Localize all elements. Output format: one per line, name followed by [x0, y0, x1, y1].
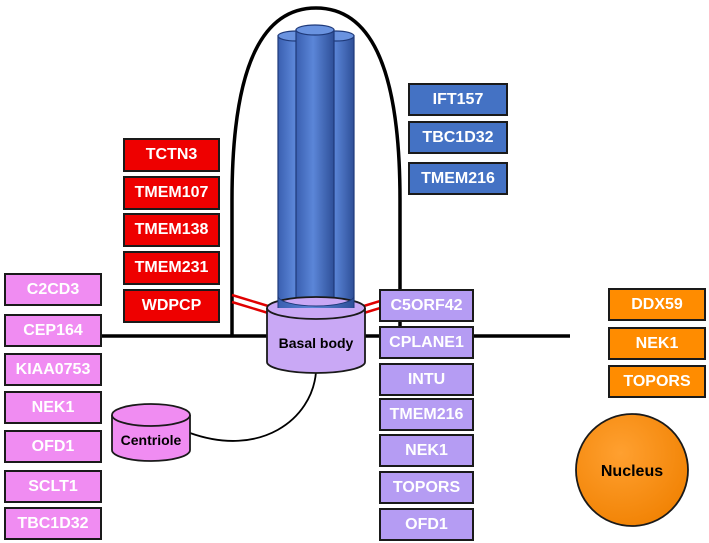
- centriole-connector: [189, 371, 317, 442]
- basal-body: Basal body: [266, 295, 366, 374]
- gene-box-ofd1-pink: OFD1: [4, 430, 102, 463]
- nucleus: Nucleus: [575, 413, 689, 527]
- gene-box-tmem107: TMEM107: [123, 176, 220, 210]
- nucleus-label: Nucleus: [601, 463, 663, 480]
- gene-box-ofd1-lilac: OFD1: [379, 508, 474, 541]
- gene-box-kiaa0753: KIAA0753: [4, 353, 102, 386]
- gene-box-tbc1d32-blue: TBC1D32: [408, 121, 508, 154]
- gene-box-ift157: IFT157: [408, 83, 508, 116]
- gene-box-cplane1: CPLANE1: [379, 326, 474, 359]
- gene-box-ddx59: DDX59: [608, 288, 706, 321]
- gene-box-topors-orange: TOPORS: [608, 365, 706, 398]
- gene-box-tmem231: TMEM231: [123, 251, 220, 285]
- gene-box-cep164: CEP164: [4, 314, 102, 347]
- gene-box-topors-lilac: TOPORS: [379, 471, 474, 504]
- gene-box-c5orf42: C5ORF42: [379, 289, 474, 322]
- gene-box-nek1-pink: NEK1: [4, 391, 102, 424]
- gene-box-wdpcp: WDPCP: [123, 289, 220, 323]
- gene-box-tmem138: TMEM138: [123, 213, 220, 247]
- centriole: Centriole: [111, 403, 191, 462]
- gene-box-c2cd3: C2CD3: [4, 273, 102, 306]
- gene-box-nek1-lilac: NEK1: [379, 434, 474, 467]
- gene-box-tbc1d32-pink: TBC1D32: [4, 507, 102, 540]
- axoneme: [277, 24, 355, 309]
- ciliary-membrane: [230, 6, 402, 336]
- gene-box-tctn3: TCTN3: [123, 138, 220, 172]
- gene-box-intu: INTU: [379, 363, 474, 396]
- gene-box-sclt1: SCLT1: [4, 470, 102, 503]
- gene-box-nek1-orange: NEK1: [608, 327, 706, 360]
- centriole-label: Centriole: [121, 432, 182, 448]
- basal-body-label: Basal body: [279, 335, 354, 351]
- gene-box-tmem216-blue: TMEM216: [408, 162, 508, 195]
- gene-box-tmem216-lilac: TMEM216: [379, 398, 474, 431]
